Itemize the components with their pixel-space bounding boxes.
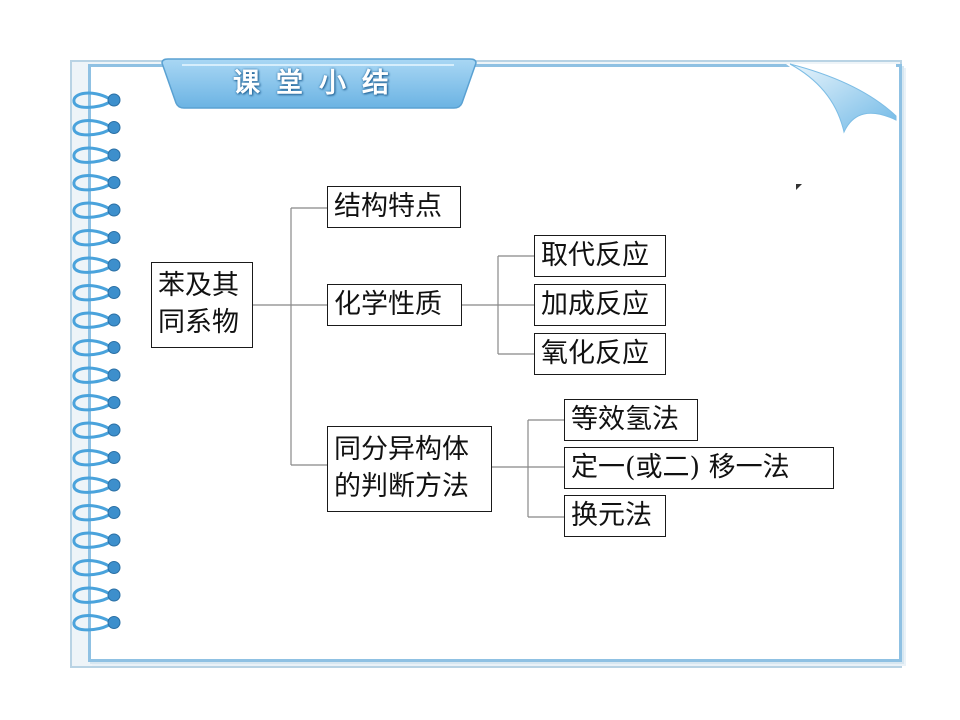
spiral-ring (72, 586, 121, 604)
node-fix-one-move-one: 定一(或二) 移一法 (564, 447, 834, 489)
tiny-mark (796, 184, 802, 190)
spiral-binding (72, 91, 121, 632)
node-structure-features-label: 结构特点 (334, 191, 442, 222)
spiral-ring (72, 311, 121, 329)
root-node-line1: 苯及其 (158, 270, 239, 301)
node-equivalent-hydrogen: 等效氢法 (564, 399, 698, 441)
node-isomer-methods-line1: 同分异构体 (334, 434, 469, 465)
node-oxidation-reaction: 氧化反应 (534, 333, 666, 375)
spiral-ring (72, 91, 121, 109)
spiral-ring (72, 119, 121, 137)
spiral-ring (72, 394, 121, 412)
spiral-ring (72, 229, 121, 247)
root-node: 苯及其 同系物 (151, 262, 253, 348)
spiral-ring (72, 284, 121, 302)
spiral-ring (72, 614, 121, 632)
node-substitution-reaction-label: 取代反应 (541, 240, 649, 271)
header-tab (161, 58, 477, 109)
node-isomer-methods: 同分异构体 的判断方法 (327, 426, 492, 512)
spiral-ring (72, 421, 121, 439)
node-structure-features: 结构特点 (327, 186, 461, 228)
spiral-ring (72, 504, 121, 522)
spiral-ring (72, 476, 121, 494)
node-substitution-method: 换元法 (564, 495, 666, 537)
spiral-ring (72, 174, 121, 192)
node-addition-reaction: 加成反应 (534, 284, 666, 326)
node-substitution-method-label: 换元法 (571, 500, 652, 531)
node-chemical-properties-label: 化学性质 (334, 289, 442, 320)
page-curl-corner (786, 63, 897, 134)
spiral-ring (72, 559, 121, 577)
node-fix-one-move-one-label: 定一(或二) 移一法 (571, 452, 790, 483)
spiral-ring (72, 339, 121, 357)
node-equivalent-hydrogen-label: 等效氢法 (571, 404, 679, 435)
node-substitution-reaction: 取代反应 (534, 235, 666, 277)
node-isomer-methods-line2: 的判断方法 (334, 471, 469, 502)
node-addition-reaction-label: 加成反应 (541, 289, 649, 320)
notebook-sheet (88, 64, 902, 662)
spiral-ring (72, 256, 121, 274)
header-title: 课堂小结 (233, 68, 405, 99)
root-node-line2: 同系物 (158, 307, 239, 338)
spiral-ring (72, 201, 121, 219)
node-oxidation-reaction-label: 氧化反应 (541, 338, 649, 369)
spiral-ring (72, 366, 121, 384)
node-chemical-properties: 化学性质 (327, 284, 462, 326)
spiral-ring (72, 531, 121, 549)
spiral-ring (72, 146, 121, 164)
spiral-ring (72, 449, 121, 467)
